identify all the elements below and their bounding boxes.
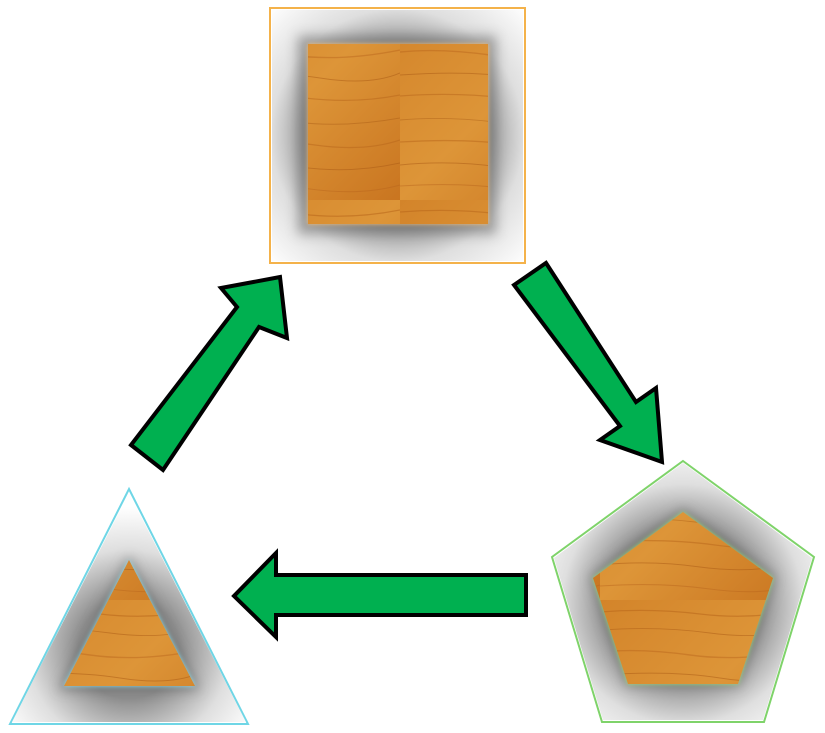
arrow-triangle-to-square: [128, 274, 290, 473]
square-node: [269, 7, 526, 264]
arrow-pentagon-to-triangle: [231, 548, 528, 642]
pentagon-wood-fill: [593, 512, 773, 684]
triangle-node: [8, 486, 250, 725]
square-wood-fill: [308, 44, 488, 224]
pentagon-node: [550, 459, 816, 723]
arrow-square-to-pentagon: [511, 260, 665, 465]
triangle-wood-fill: [64, 560, 195, 686]
